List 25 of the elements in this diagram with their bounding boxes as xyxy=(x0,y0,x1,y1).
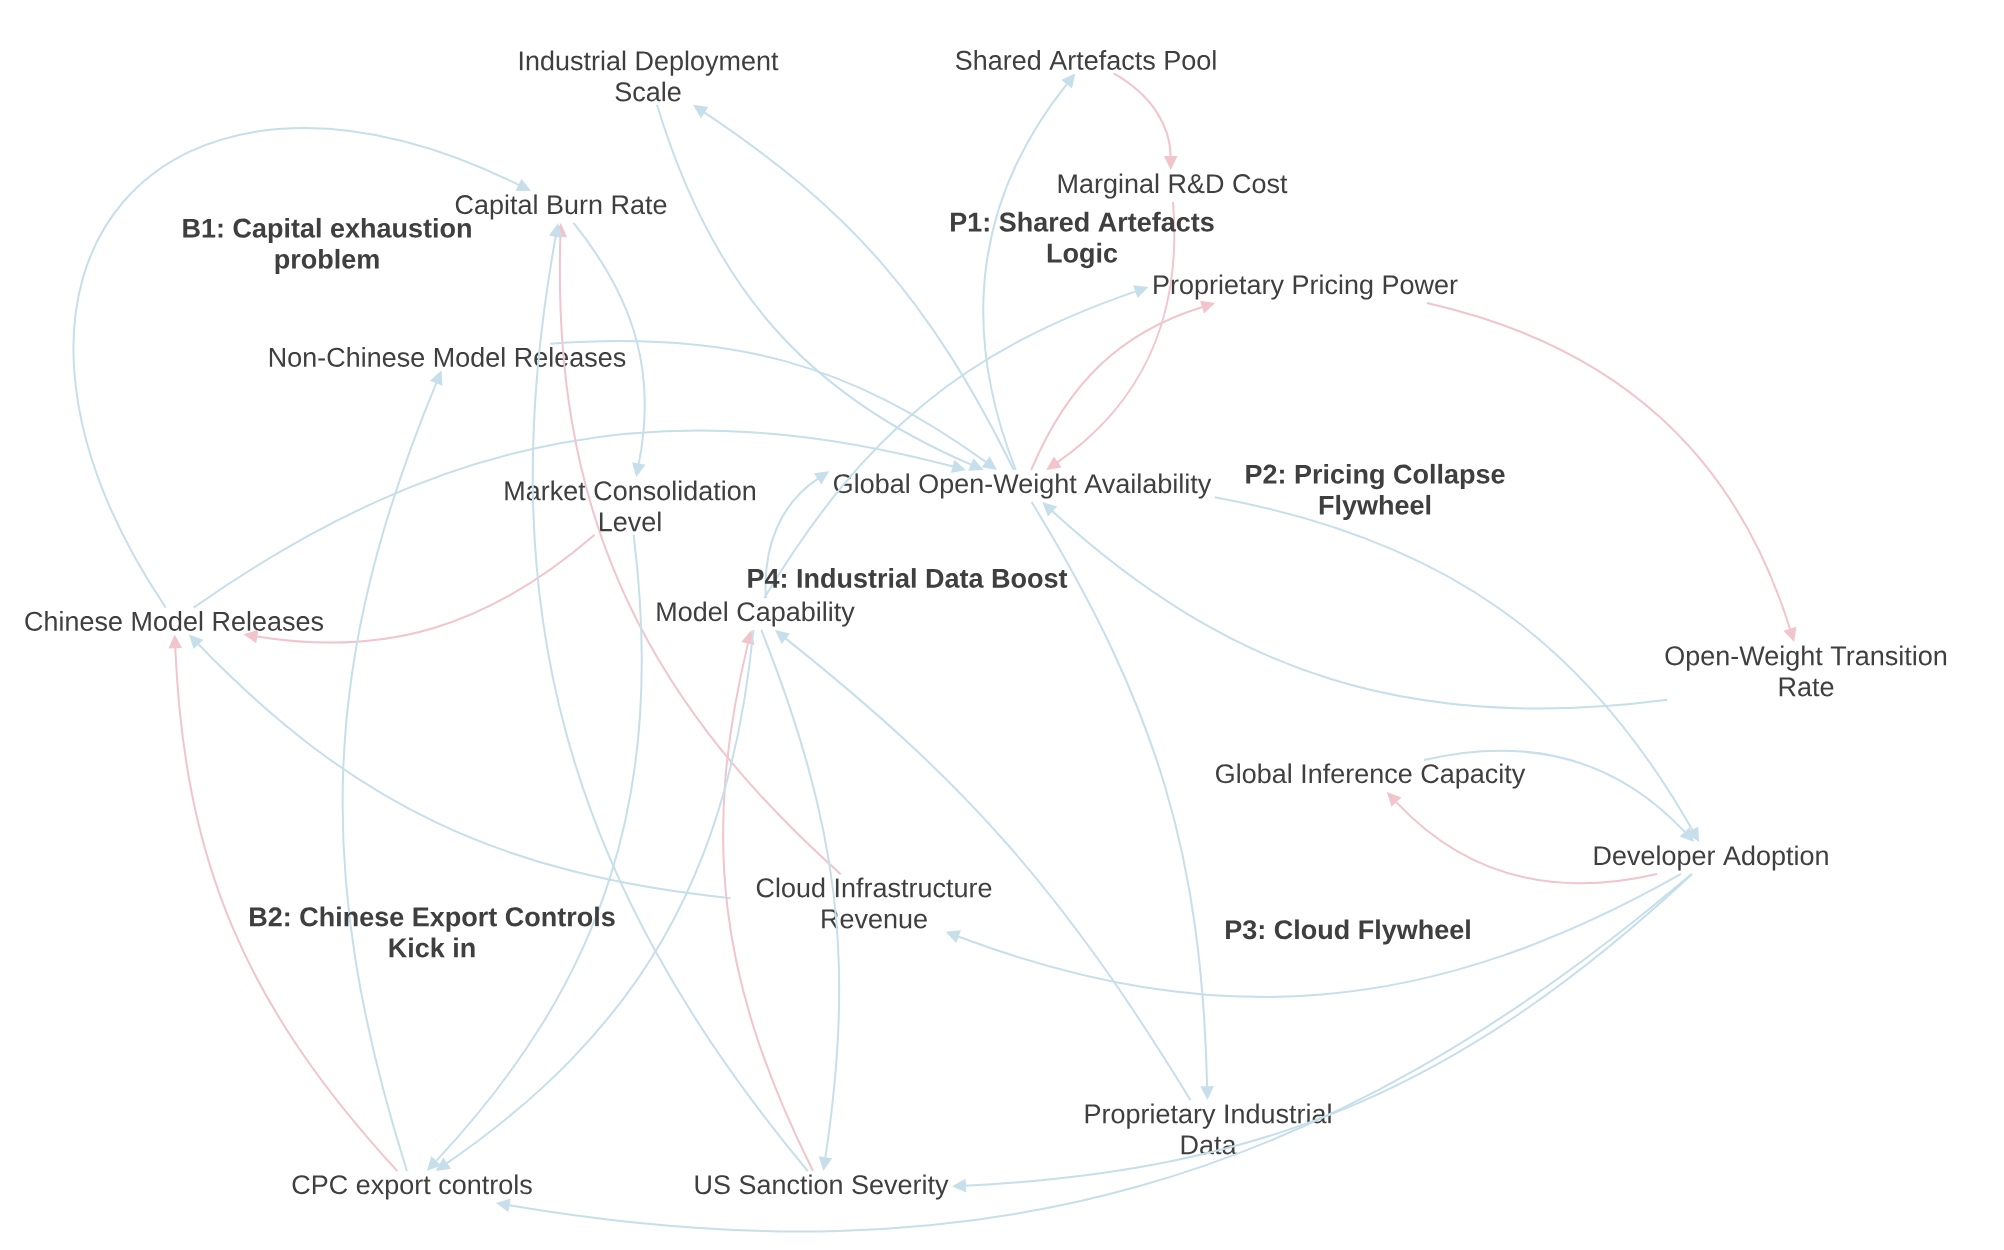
loop-label: B1: Capital exhaustion problem xyxy=(183,217,471,275)
variable-label: Developer Adoption xyxy=(1594,845,1828,871)
arrow xyxy=(1042,502,1669,710)
variable-label: Market Consolidation Level xyxy=(505,480,755,532)
variable-label: Marginal R&D Cost xyxy=(1058,173,1288,199)
variable-label: Chinese Model Releases xyxy=(25,611,323,631)
variable-label: Proprietary Pricing Power xyxy=(1154,274,1458,300)
variable-label: Model Capability xyxy=(657,601,855,627)
variable-label: Non-Chinese Model Releases xyxy=(269,347,626,367)
variable-label: Global Inference Capacity xyxy=(1216,763,1526,789)
loop-label: P4: Industrial Data Boost xyxy=(748,568,1068,588)
loop-label: B2: Chinese Export Controls Kick in xyxy=(250,906,615,958)
variable-label: Cloud Infrastructure Revenue xyxy=(756,877,992,929)
variable-label: Capital Burn Rate xyxy=(455,194,667,220)
variable-label: Open-Weight Transition Rate xyxy=(1665,645,1947,697)
variable-label: Industrial Deployment Scale xyxy=(519,50,779,102)
variable-label: CPC export controls xyxy=(292,1174,532,1200)
loop-label: P2: Pricing Collapse Flywheel xyxy=(1246,463,1505,521)
loop-label: P1: Shared Artefacts Logic xyxy=(951,211,1214,269)
arrow xyxy=(549,340,997,470)
loop-label: P3: Cloud Flywheel xyxy=(1226,919,1470,945)
arrow xyxy=(775,630,1192,1102)
variable-label: Global Open-Weight Availability xyxy=(834,473,1212,499)
variable-label: US Sanction Severity xyxy=(695,1174,949,1200)
variable-label: Shared Artefacts Pool xyxy=(955,50,1216,70)
